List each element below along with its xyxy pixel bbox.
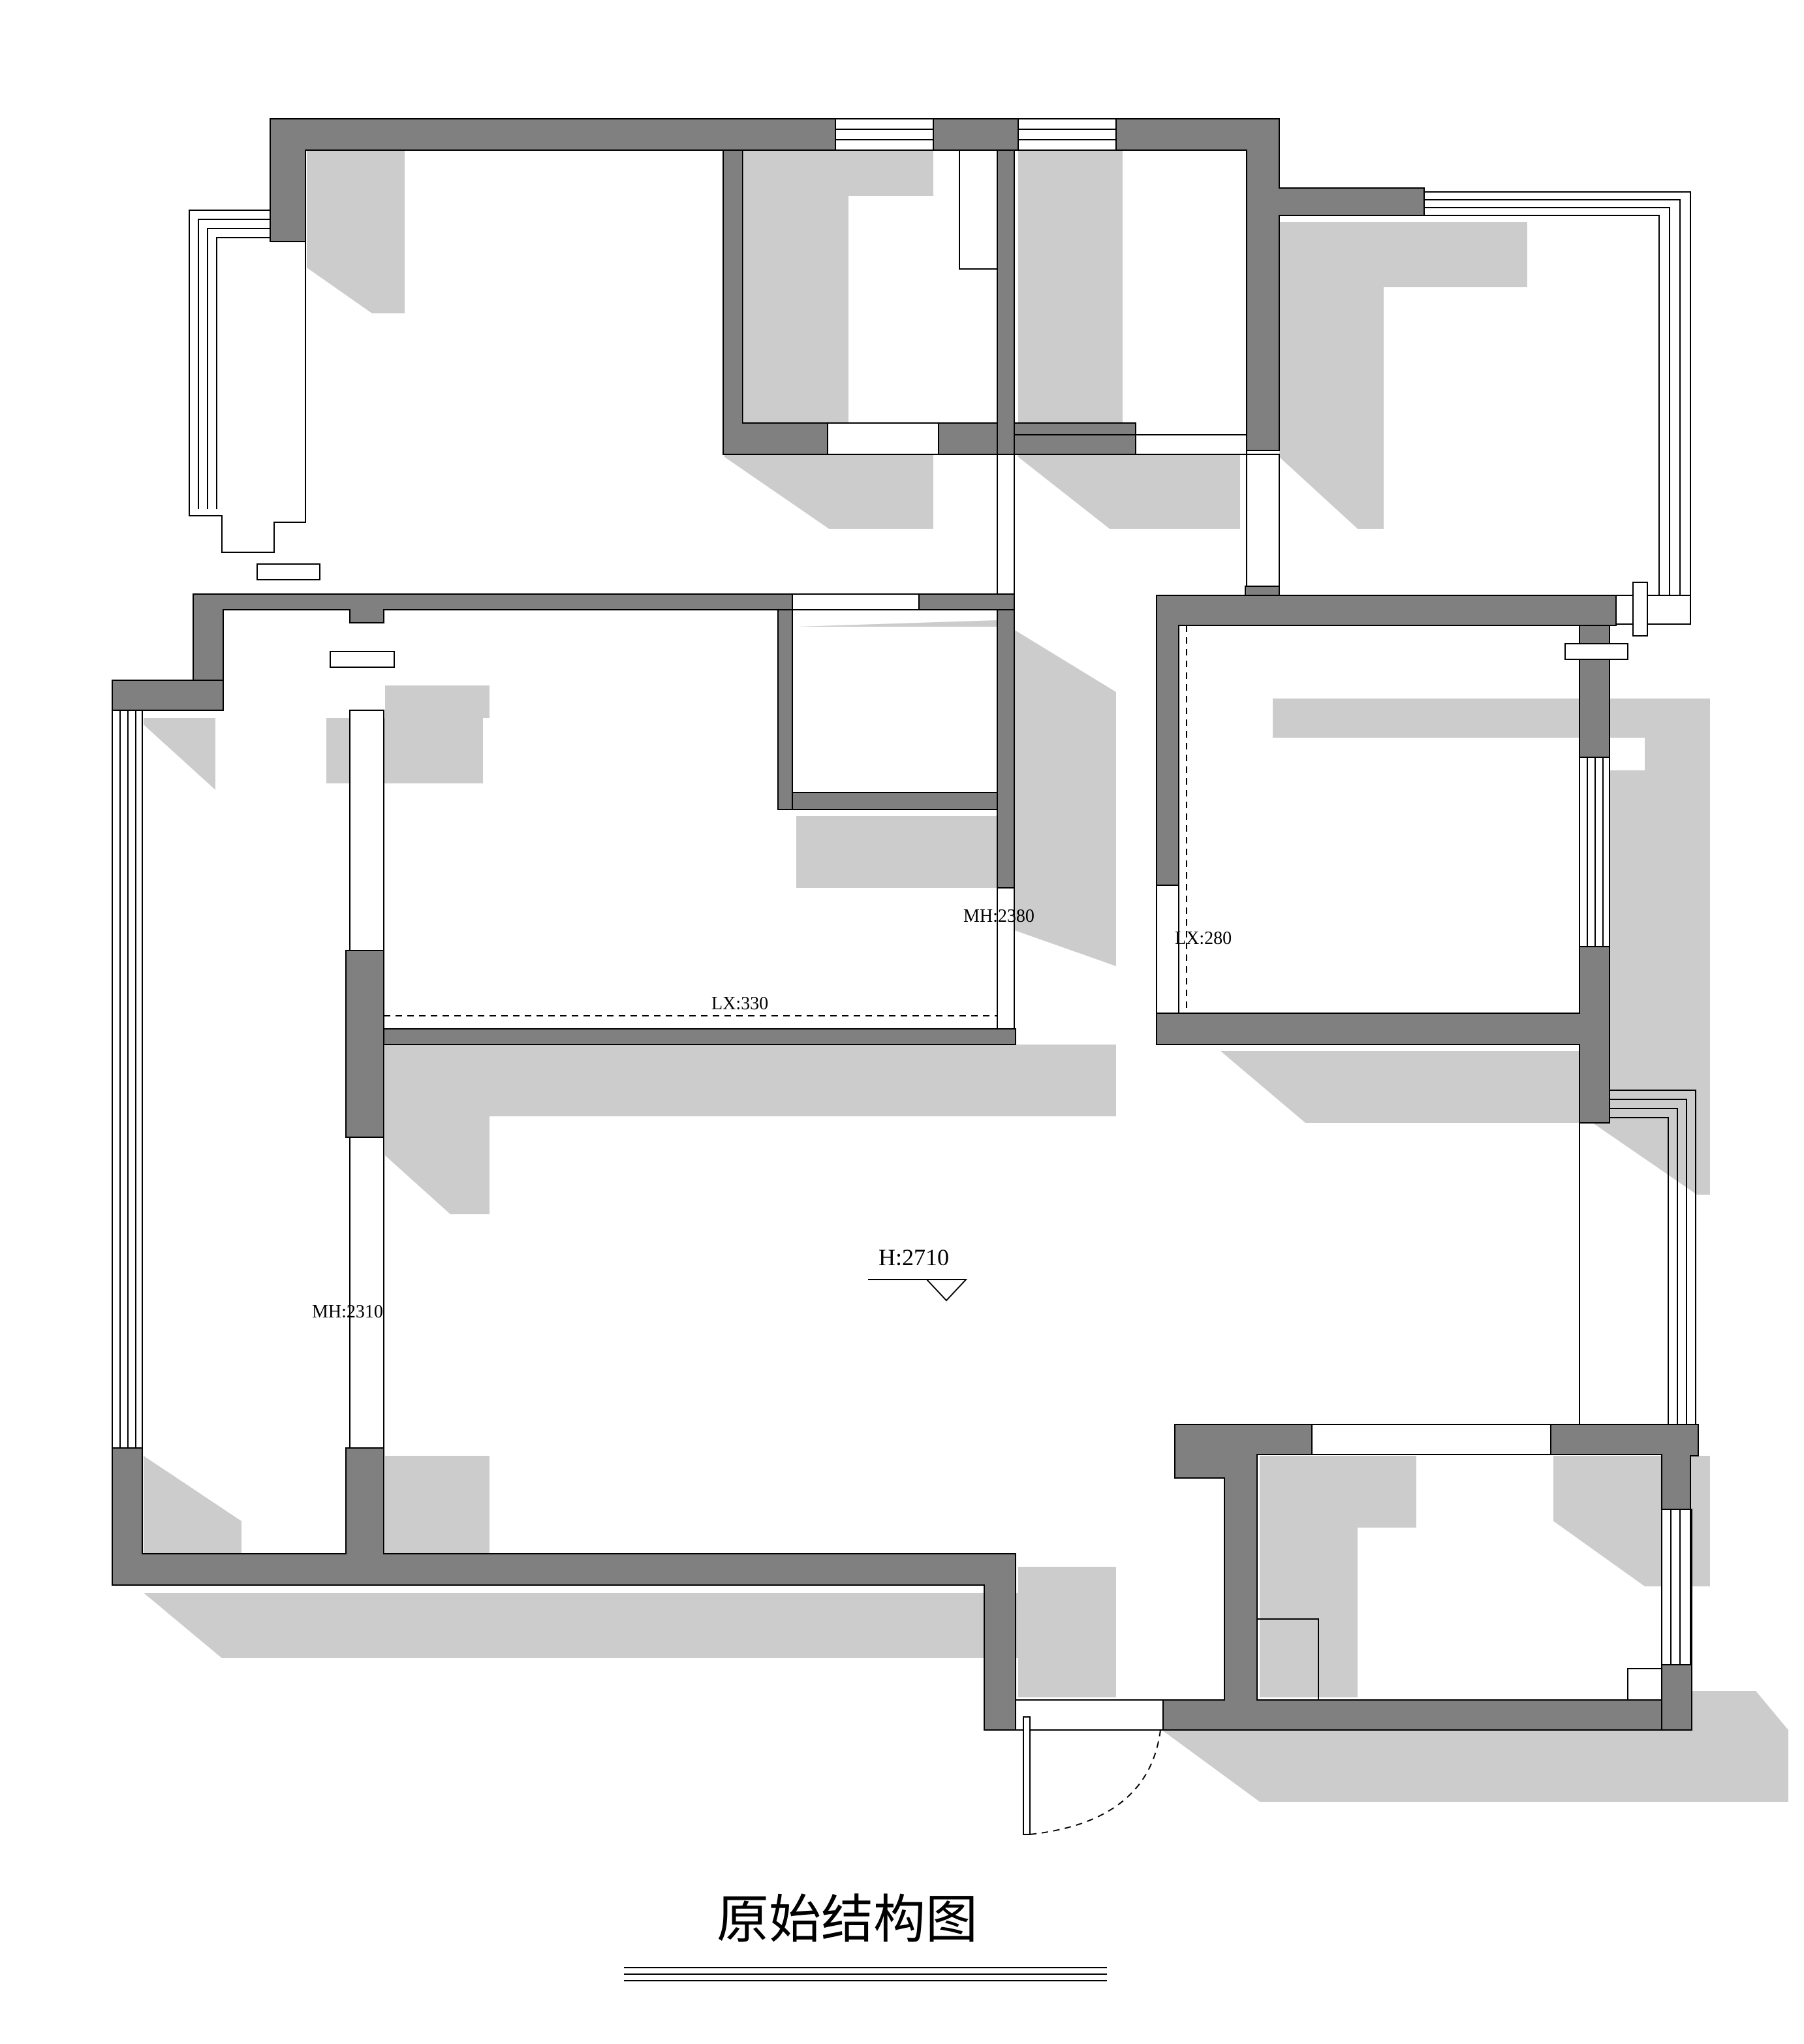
lx-label-right: LX:280: [1175, 928, 1232, 949]
window-layer: [112, 118, 1696, 1835]
beam-height-center: MH:2380: [963, 906, 1034, 926]
wall-layer: [112, 118, 1699, 1731]
beam-height-left: MH:2310: [312, 1302, 383, 1322]
shadow-layer: [144, 150, 1788, 1802]
lx-label-left: LX:330: [711, 994, 768, 1014]
elevation-marker: [868, 1279, 968, 1302]
title-underline: [624, 1967, 1107, 1981]
ceiling-height-label: H:2710: [879, 1244, 949, 1270]
plan-title: 原始结构图: [717, 1889, 978, 1950]
